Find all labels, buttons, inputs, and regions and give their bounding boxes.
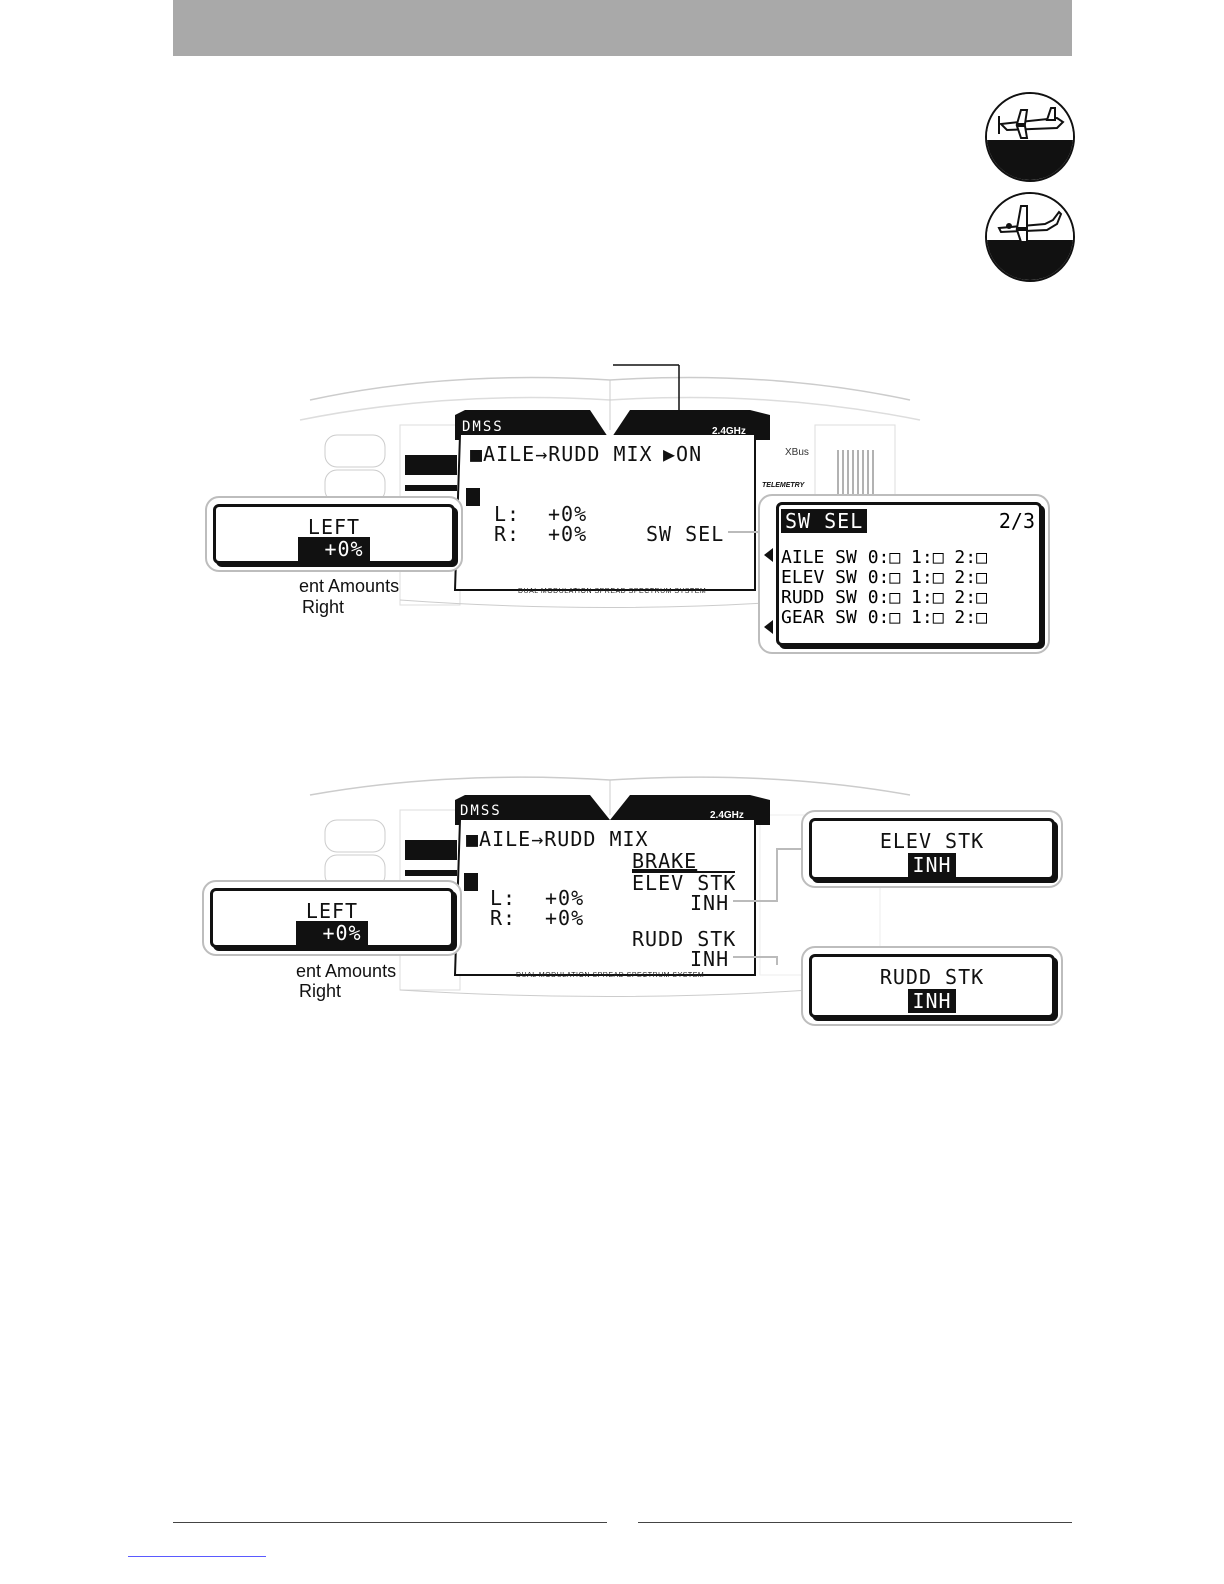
left-callout-title: LEFT [307, 515, 361, 539]
r-value[interactable]: +0% [548, 522, 588, 546]
sw-row[interactable]: RUDD SW 0:□ 1:□ 2:□ [781, 587, 987, 608]
side-text-2: Right [302, 597, 345, 617]
left-callout: LEFT +0% [202, 880, 462, 956]
left-arrow-icon [764, 548, 773, 562]
brand-label: DMSS [462, 419, 504, 435]
l-label: L: [490, 886, 517, 910]
footer-rule-left [173, 1522, 607, 1523]
divider [632, 871, 735, 873]
footer-rule-right [638, 1522, 1072, 1523]
sw-row[interactable]: AILE SW 0:□ 1:□ 2:□ [781, 547, 987, 568]
elev-stk-label: ELEV STK [632, 871, 737, 895]
sw-sel-callout: SW SEL 2/3 AILE SW 0:□ 1:□ 2:□ ELEV SW 0… [758, 494, 1050, 654]
lcd-footer: DUAL MODULATION SPREAD SPECTRUM SYSTEM [518, 588, 707, 595]
sailplane-badge [985, 192, 1075, 282]
lcd-footer: DUAL MODULATION SPREAD SPECTRUM SYSTEM [516, 972, 705, 979]
sailplane-icon [987, 194, 1073, 243]
sw-callout-title: SW SEL [781, 509, 868, 533]
telemetry-label: TELEMETRY [762, 482, 805, 489]
rudd-callout-value[interactable]: INH [908, 989, 956, 1013]
brake-label: BRAKE [632, 849, 698, 873]
left-arrow-icon [764, 620, 773, 634]
brand-label: DMSS [460, 803, 502, 819]
sw-row[interactable]: GEAR SW 0:□ 1:□ 2:□ [781, 607, 987, 628]
header-bar [173, 0, 1072, 56]
left-callout: LEFT +0% [205, 496, 463, 572]
rudd-stk-callout: RUDD STK INH [801, 946, 1063, 1026]
r-value[interactable]: +0% [545, 906, 585, 930]
r-label: R: [490, 906, 517, 930]
left-callout-title: LEFT [305, 899, 359, 923]
l-value[interactable]: +0% [545, 886, 585, 910]
elev-stk-value[interactable]: INH [690, 891, 730, 915]
side-text-1: ent Amounts [296, 961, 397, 981]
side-text-2: Right [299, 981, 342, 1001]
elev-stk-callout: ELEV STK INH [801, 810, 1063, 888]
elev-callout-value[interactable]: INH [908, 853, 956, 877]
left-arrow-icon[interactable] [466, 488, 480, 506]
sw-callout-page: 2/3 [998, 509, 1035, 533]
r-label: R: [494, 522, 521, 546]
sw-sel-label[interactable]: SW SEL [646, 522, 725, 546]
rudd-stk-value[interactable]: INH [690, 947, 730, 971]
airplane-badge [985, 92, 1075, 182]
mix-status[interactable]: ▶ON [663, 442, 703, 466]
callout-leaders [733, 848, 805, 965]
l-value[interactable]: +0% [548, 502, 588, 526]
sw-row[interactable]: ELEV SW 0:□ 1:□ 2:□ [781, 567, 987, 588]
left-arrow-icon[interactable] [464, 873, 478, 891]
l-label: L: [494, 502, 521, 526]
mix-title: ■AILE→RUDD MIX [466, 827, 649, 851]
rudd-callout-title: RUDD STK [879, 965, 985, 989]
side-text-1: ent Amounts [299, 576, 400, 596]
mix-title: ■AILE→RUDD MIX [470, 442, 653, 466]
footer-link-underline[interactable] [128, 1556, 266, 1557]
rudd-stk-label: RUDD STK [632, 927, 737, 951]
band-label: 2.4GHz [710, 810, 744, 821]
xbus-label: XBus [785, 447, 809, 458]
elev-callout-title: ELEV STK [879, 829, 985, 853]
left-callout-value[interactable]: +0% [298, 537, 370, 561]
left-callout-value[interactable]: +0% [296, 921, 368, 945]
band-label: 2.4GHz [712, 426, 746, 437]
airplane-icon [987, 94, 1073, 140]
